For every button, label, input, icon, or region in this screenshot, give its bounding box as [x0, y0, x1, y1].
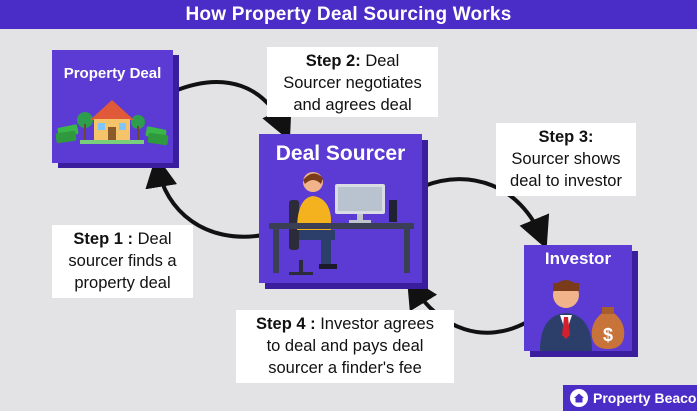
arrow-step3 — [423, 177, 550, 250]
step2-box: Step 2: Deal Sourcer negotiates and agre… — [267, 47, 438, 117]
property-deal-label: Property Deal — [63, 65, 162, 82]
investor-card: Investor $ — [524, 245, 632, 351]
house-money-icon — [55, 100, 169, 146]
step4-box: Step 4 : Investor agrees to deal and pay… — [236, 310, 454, 383]
step1-text-line1: Deal — [133, 230, 172, 248]
deal-sourcer-card: Deal Sourcer — [259, 134, 422, 283]
investor-label: Investor — [544, 249, 612, 268]
step4-text-line1: Investor agrees — [315, 315, 434, 333]
step3-label: Step 3: — [538, 128, 594, 146]
step1-label: Step 1 : — [73, 230, 134, 248]
step3-text-line2: Sourcer shows — [511, 150, 621, 168]
step2-text-line2: Sourcer negotiates — [283, 74, 422, 92]
property-deal-card: Property Deal — [52, 50, 173, 163]
step2-text-line3: and agrees deal — [293, 96, 412, 114]
brand-badge[interactable]: Property Beacon — [563, 385, 697, 411]
page-title: How Property Deal Sourcing Works — [0, 0, 697, 29]
investor-money-bag-icon: $ — [540, 280, 625, 351]
step4-label: Step 4 : — [256, 315, 316, 333]
step4-text-line2: to deal and pays deal — [266, 337, 424, 355]
step1-text-line2: sourcer finds a — [68, 252, 177, 270]
person-at-desk-icon — [269, 172, 414, 275]
step3-box: Step 3: Sourcer shows deal to investor — [496, 123, 636, 196]
deal-sourcer-label: Deal Sourcer — [275, 142, 406, 165]
step2-label: Step 2: — [305, 52, 361, 70]
svg-text:$: $ — [603, 325, 613, 345]
step1-box: Step 1 : Deal sourcer finds a property d… — [52, 225, 193, 298]
step2-text-line1: Deal — [360, 52, 400, 70]
arrow-step4 — [406, 275, 528, 335]
step1-text-line3: property deal — [74, 274, 171, 292]
arrow-step1 — [145, 155, 264, 239]
brand-name: Property Beacon — [593, 390, 697, 406]
step4-text-line3: sourcer a finder's fee — [268, 359, 422, 377]
home-icon — [570, 389, 588, 407]
step3-text-line3: deal to investor — [510, 172, 622, 190]
